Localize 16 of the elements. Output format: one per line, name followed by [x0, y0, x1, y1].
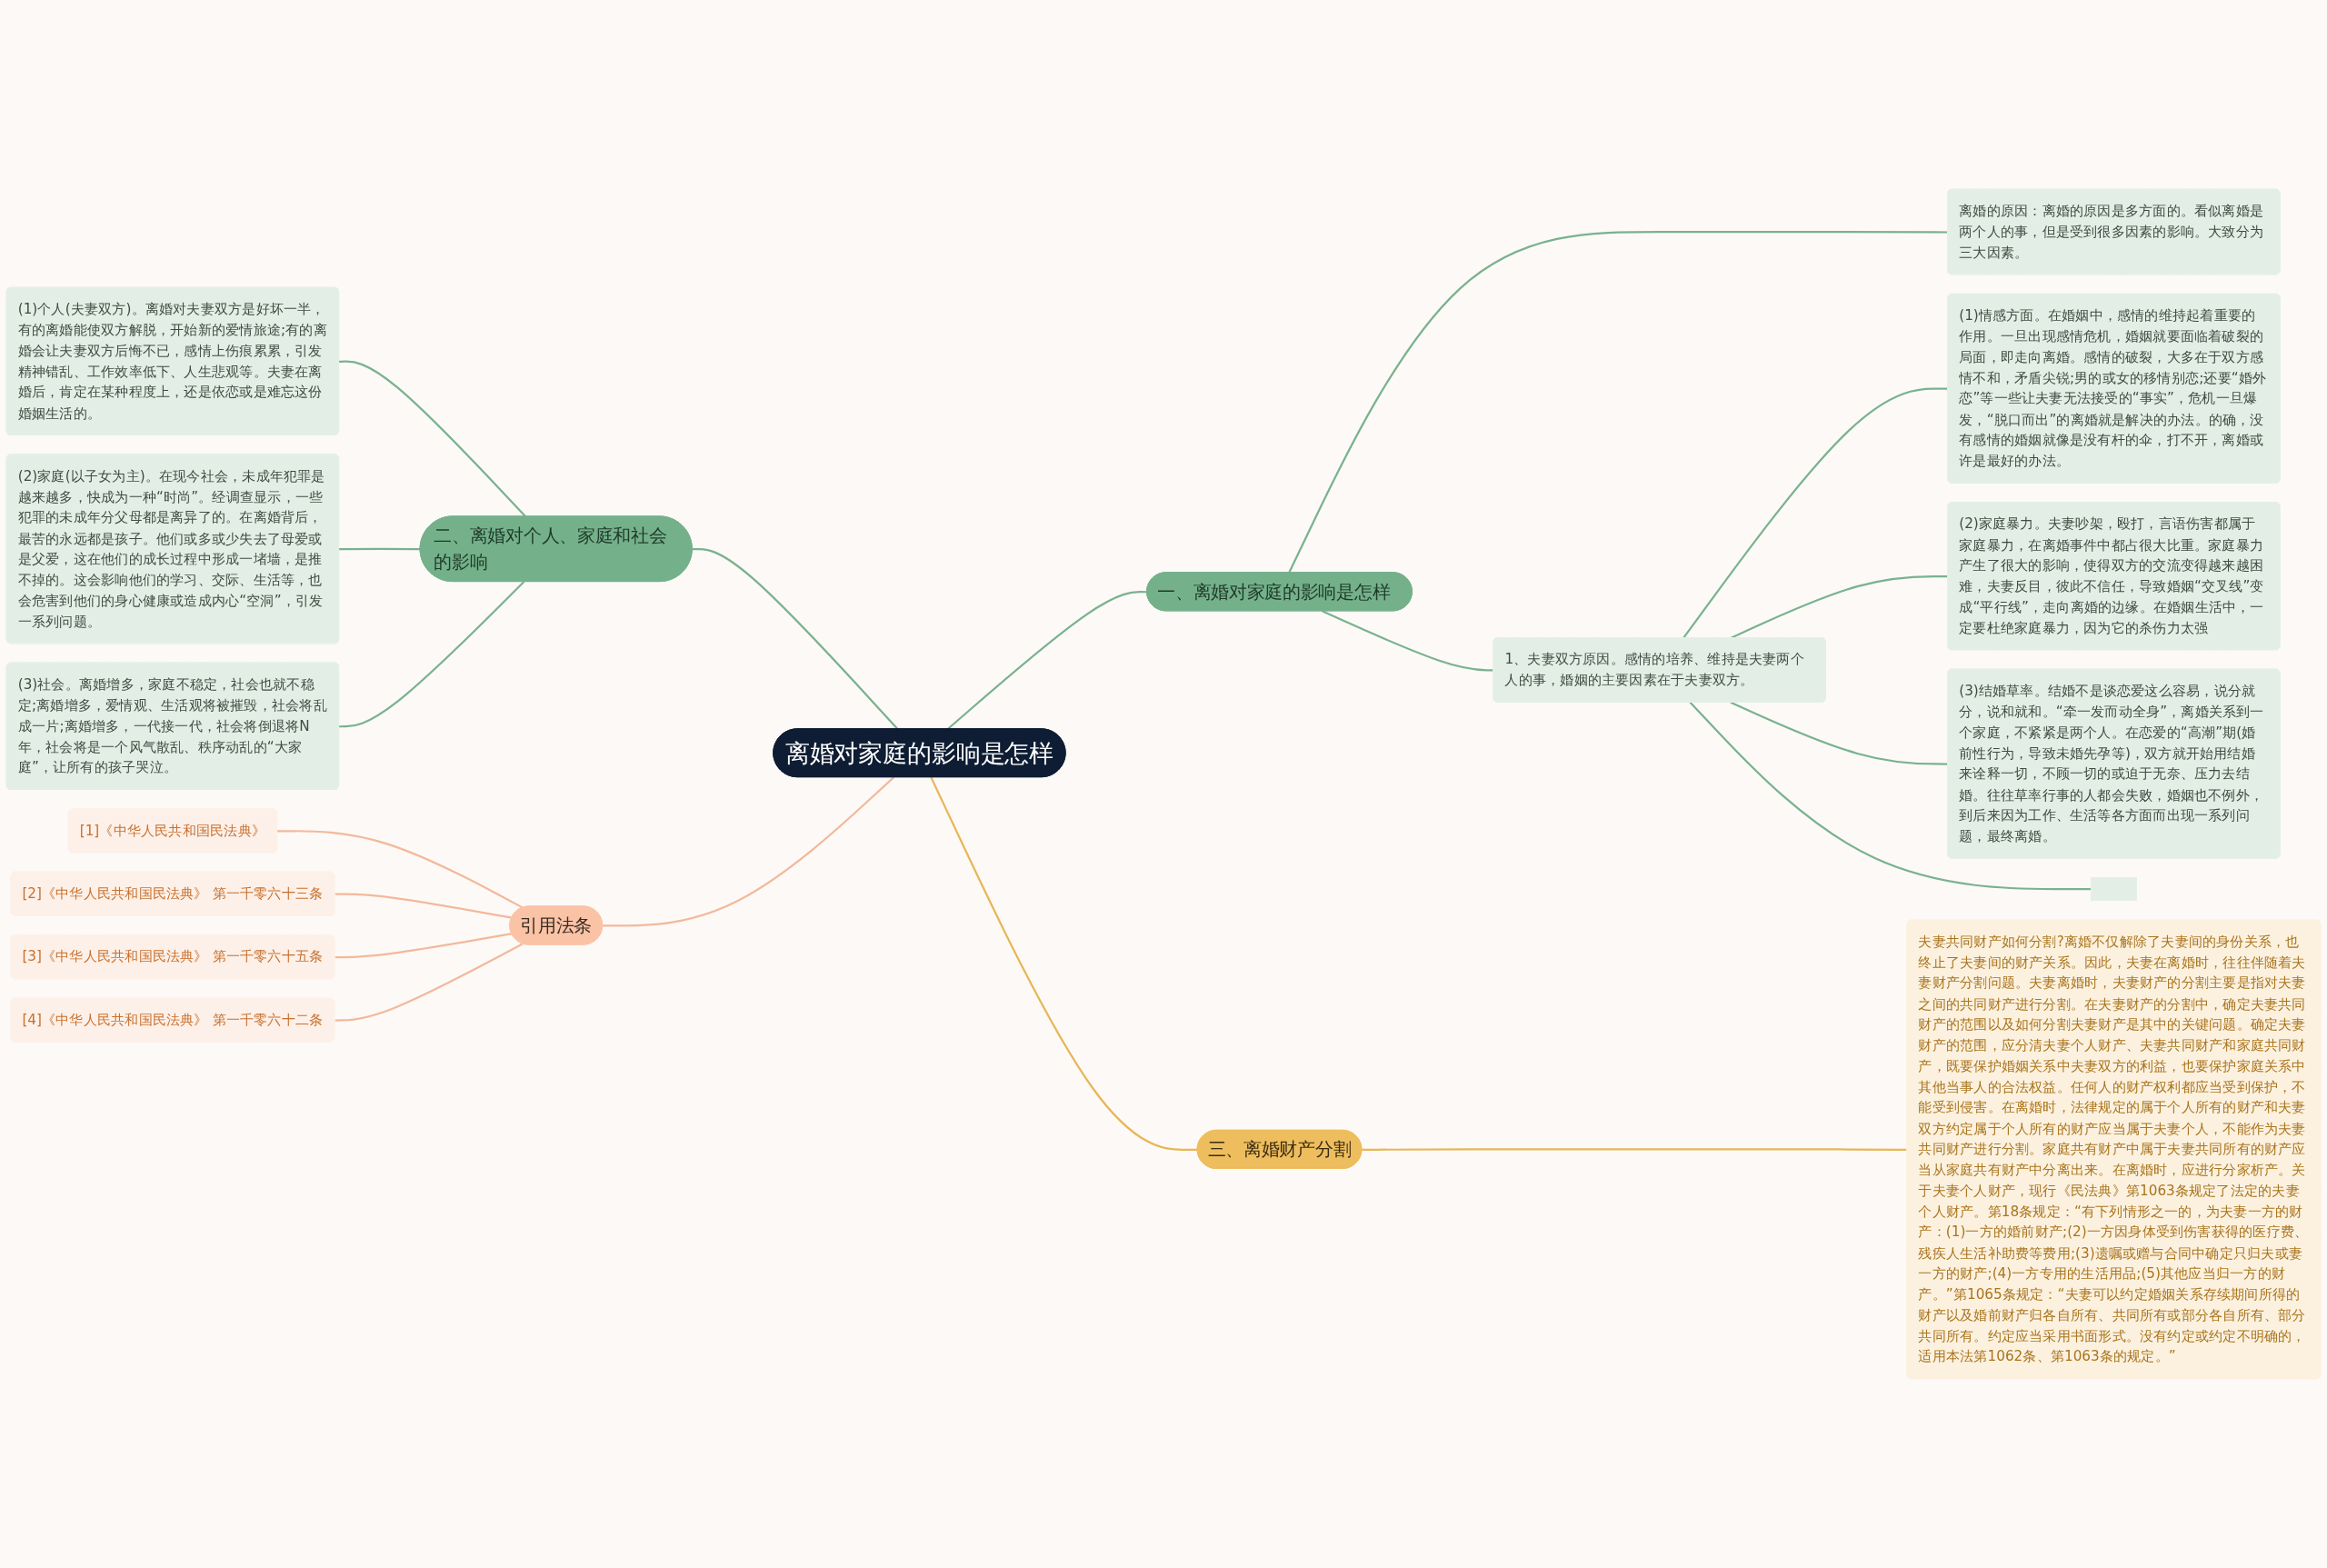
connector	[930, 776, 1198, 1151]
connector	[1362, 1148, 1908, 1151]
connector	[335, 943, 524, 1022]
connector	[335, 933, 513, 959]
connector	[339, 547, 421, 551]
connector	[1288, 230, 1949, 574]
connector	[339, 581, 525, 728]
connector	[1730, 701, 1949, 765]
connector	[1683, 387, 1949, 639]
connector	[277, 830, 524, 909]
connector	[1322, 610, 1494, 672]
connector	[1730, 574, 1949, 639]
connector	[335, 893, 513, 919]
connector	[603, 776, 895, 927]
connector	[1689, 701, 2092, 891]
node-box	[2090, 877, 2137, 902]
